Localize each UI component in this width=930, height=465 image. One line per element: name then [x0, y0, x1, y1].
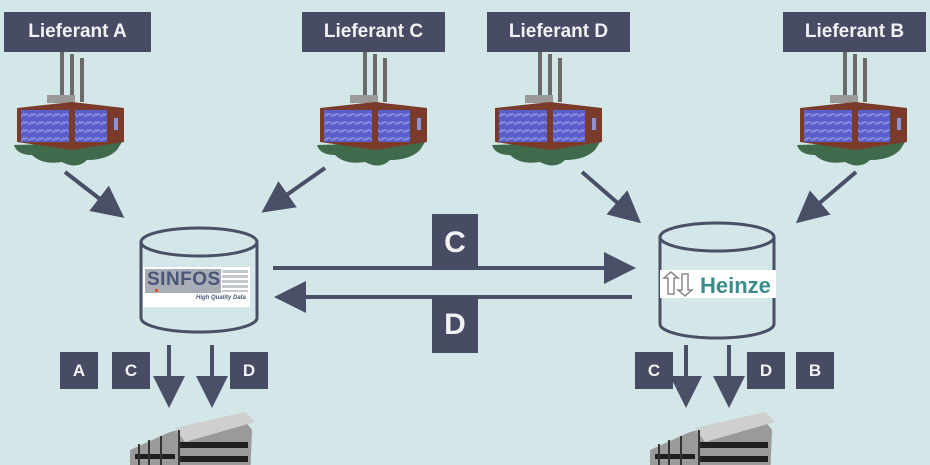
supplier-label-b: Lieferant B — [783, 12, 926, 52]
heinze-name: Heinze — [700, 273, 771, 298]
output-left-label-a: A — [60, 352, 98, 389]
factory-icon-b — [797, 52, 907, 166]
building-icon-right — [650, 412, 775, 465]
exchange-label-to-heinze: C — [432, 214, 478, 268]
sinfos-dot-icon — [155, 289, 158, 292]
arrow-supplier-d — [580, 170, 642, 224]
factory-icon-a — [14, 52, 124, 166]
arrow-supplier-a — [63, 170, 125, 218]
output-right-label-d: D — [747, 352, 785, 389]
supplier-label-a: Lieferant A — [4, 12, 151, 52]
factory-icon-c — [317, 52, 427, 166]
supplier-label-c: Lieferant C — [302, 12, 445, 52]
arrow-supplier-c — [261, 166, 327, 213]
building-icon-left — [130, 412, 255, 465]
sinfos-logo: SINFOS High Quality Data — [143, 267, 250, 307]
sinfos-lines-icon — [222, 270, 248, 292]
output-left-label-c: C — [112, 352, 150, 389]
supplier-label-d: Lieferant D — [487, 12, 630, 52]
output-right-label-c: C — [635, 352, 673, 389]
exchange-label-to-sinfos: D — [432, 297, 478, 353]
output-right-label-b: B — [796, 352, 834, 389]
sinfos-tagline: High Quality Data — [195, 295, 246, 301]
arrow-supplier-b — [795, 170, 858, 224]
output-left-label-d: D — [230, 352, 268, 389]
factory-icon-d — [492, 52, 602, 166]
heinze-arrows-icon — [662, 271, 695, 297]
heinze-logo: Heinze — [660, 270, 776, 298]
sinfos-name: SINFOS — [147, 269, 221, 290]
